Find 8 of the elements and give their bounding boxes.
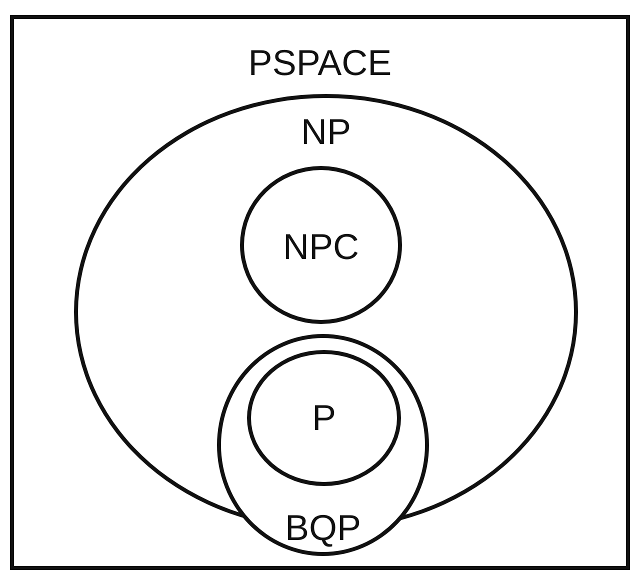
set-label: P: [312, 398, 336, 438]
outer-frame: [10, 15, 630, 570]
set-label: NPC: [283, 227, 359, 267]
set-circle: [247, 350, 401, 486]
set-label: NP: [301, 112, 351, 152]
set-circle: [240, 166, 402, 324]
set-label: PSPACE: [248, 43, 392, 83]
set-label: BQP: [284, 508, 362, 548]
